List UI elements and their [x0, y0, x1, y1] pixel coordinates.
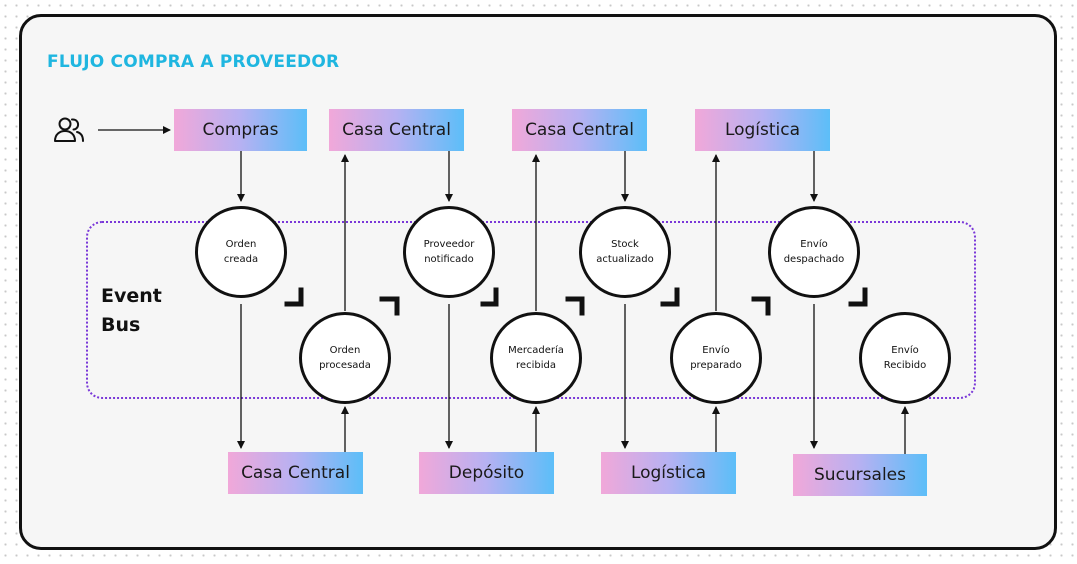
event-envio-recibido: Envío Recibido: [859, 312, 951, 404]
bottom-box-sucursales: Sucursales: [793, 454, 927, 496]
event-mercaderia-recibida: Mercadería recibida: [490, 312, 582, 404]
users-icon: [54, 117, 84, 142]
bottom-box-casa-central: Casa Central: [228, 452, 363, 494]
diagram-title: FLUJO COMPRA A PROVEEDOR: [47, 52, 340, 72]
event-proveedor-notificado: Proveedor notificado: [403, 206, 495, 298]
event-bus-label: Event Bus: [101, 285, 162, 336]
corner-brackets: [284, 287, 868, 316]
top-box-casa-central-1: Casa Central: [329, 109, 464, 151]
event-orden-procesada: Orden procesada: [299, 312, 391, 404]
event-stock-actualizado: Stock actualizado: [579, 206, 671, 298]
event-envio-preparado: Envío preparado: [670, 312, 762, 404]
event-orden-creada: Orden creada: [195, 206, 287, 298]
bottom-box-deposito: Depósito: [419, 452, 554, 494]
top-box-compras: Compras: [174, 109, 307, 151]
top-box-casa-central-2: Casa Central: [512, 109, 647, 151]
top-box-logistica: Logística: [695, 109, 830, 151]
event-envio-despachado: Envío despachado: [768, 206, 860, 298]
bottom-box-logistica: Logística: [601, 452, 736, 494]
